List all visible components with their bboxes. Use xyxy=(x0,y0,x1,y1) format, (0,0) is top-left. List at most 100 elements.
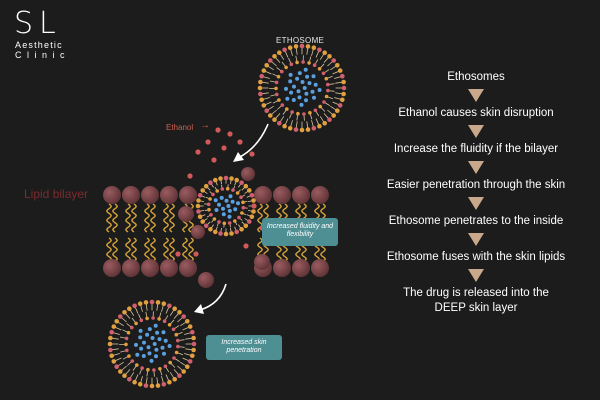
ethanol-molecule xyxy=(251,203,257,209)
arrow-curve-top xyxy=(237,123,269,159)
vesicle-head xyxy=(322,100,326,104)
vesicle-head xyxy=(151,316,155,320)
lipid-head xyxy=(179,259,197,277)
drug-molecule xyxy=(285,96,290,101)
vesicle-head xyxy=(259,73,265,79)
drug-molecule xyxy=(217,202,221,207)
vesicle-head xyxy=(157,317,161,321)
vesicle-head xyxy=(203,183,209,189)
vesicle-head xyxy=(167,323,172,327)
vesicle-head xyxy=(317,67,322,71)
vesicle-head xyxy=(307,61,311,65)
lipid-tail xyxy=(125,203,131,233)
vesicle-head xyxy=(207,207,211,212)
drug-molecule xyxy=(228,194,233,199)
vesicle-head xyxy=(251,198,256,203)
vesicle-head xyxy=(109,353,114,359)
down-arrow-icon xyxy=(468,161,484,174)
drug-molecule xyxy=(288,79,293,84)
vesicle-head xyxy=(130,359,135,363)
vesicle-head xyxy=(261,68,267,73)
ethanol-molecule xyxy=(193,251,199,257)
vesicle-head xyxy=(187,359,193,364)
lipid-head-displaced xyxy=(254,254,270,270)
vesicle-head xyxy=(177,310,182,315)
vesicle-head xyxy=(223,175,229,181)
vesicle-head xyxy=(324,94,329,99)
vesicle-head xyxy=(114,319,119,324)
vesicle-head xyxy=(240,211,244,215)
drug-molecule xyxy=(138,335,143,340)
vesicle-head xyxy=(225,186,230,191)
vesicle-head xyxy=(324,76,329,81)
vesicle-head xyxy=(181,314,186,319)
vesicle-head xyxy=(326,88,330,93)
lipid-tail xyxy=(131,203,137,233)
vesicle-head xyxy=(223,231,229,237)
drug-molecule xyxy=(135,352,140,357)
ethanol-molecule xyxy=(227,131,233,137)
lipid-head xyxy=(311,259,329,277)
vesicle-head xyxy=(322,121,328,126)
drug-molecule xyxy=(288,72,293,77)
vesicle-head xyxy=(161,301,167,307)
flow-step-4: Easier penetration through the skin xyxy=(386,179,566,191)
drug-molecule xyxy=(213,198,218,203)
ethosome-vesicle-top xyxy=(257,43,347,133)
ethanol-molecule xyxy=(195,149,201,155)
lipid-head xyxy=(160,186,178,204)
vesicle-head xyxy=(208,180,213,185)
vesicle-head xyxy=(321,71,326,76)
vesicle-head xyxy=(327,117,332,122)
vesicle-head xyxy=(200,219,205,224)
vesicle-head xyxy=(258,79,263,85)
badge-increased-penetration: Increased skin penetration xyxy=(206,335,282,360)
vesicle-head xyxy=(340,73,345,79)
clinic-logo: SL Aesthetic Clinic xyxy=(14,9,70,61)
badge-increased-fluidity: Increased fluidity and flexibility xyxy=(262,218,338,246)
vesicle-head xyxy=(331,113,337,118)
vesicle-head xyxy=(327,54,332,59)
vesicle-head xyxy=(124,336,129,341)
lipid-head xyxy=(273,259,291,277)
drug-molecule xyxy=(145,332,150,337)
vesicle-head xyxy=(114,364,119,370)
vesicle-head xyxy=(285,107,289,111)
drug-molecule xyxy=(146,345,151,350)
drug-molecule xyxy=(214,208,219,212)
vesicle-head xyxy=(277,98,281,102)
vesicle-head xyxy=(126,330,131,335)
vesicle-head xyxy=(196,209,201,214)
vesicle-head xyxy=(305,44,311,49)
drug-molecule xyxy=(224,198,229,203)
drug-molecule xyxy=(312,95,316,100)
vesicle-head xyxy=(341,91,346,97)
vesicle-head xyxy=(127,354,131,358)
vesicle-head xyxy=(167,379,172,385)
arrow-head-top xyxy=(233,152,244,162)
vesicle-head xyxy=(220,187,225,191)
drug-molecule xyxy=(134,342,138,347)
drug-molecule xyxy=(226,204,231,208)
drug-molecule xyxy=(296,89,301,94)
vesicle-head xyxy=(296,111,300,116)
ethanol-molecules xyxy=(175,127,265,257)
vesicle-head xyxy=(302,112,306,116)
drug-molecule xyxy=(162,351,166,356)
ethanol-molecule xyxy=(249,151,255,157)
drug-molecule xyxy=(154,354,158,359)
lipid-bilayer xyxy=(103,167,329,288)
logo-line-aesthetic: Aesthetic xyxy=(15,40,63,50)
flow-step-7: The drug is released into the DEEP skin … xyxy=(403,287,549,314)
lipid-head xyxy=(141,186,159,204)
drug-molecule xyxy=(317,88,322,92)
vesicle-head xyxy=(172,356,176,360)
drug-molecule xyxy=(147,327,152,332)
lipid-bilayer-label: Lipid bilayer xyxy=(24,187,89,201)
drug-molecule xyxy=(289,90,294,95)
vesicle-head xyxy=(282,47,287,53)
vesicle-head xyxy=(209,213,213,217)
vesicle-head xyxy=(122,373,127,379)
vesicle-head xyxy=(197,193,203,198)
vesicle-head xyxy=(174,350,179,355)
